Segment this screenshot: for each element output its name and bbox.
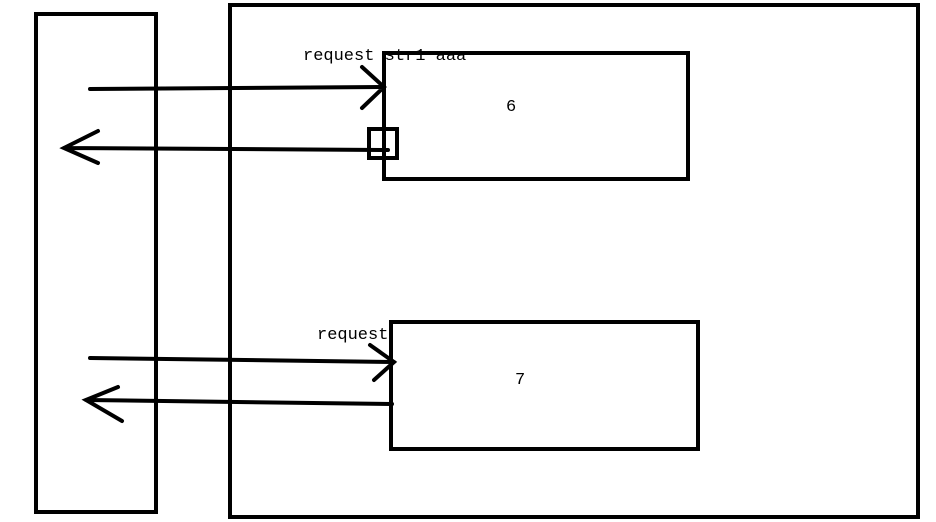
client-box [34,12,158,514]
request-arrow-top [88,65,387,110]
server-box [228,3,920,519]
handler-box-7 [389,320,700,451]
response-arrow-bottom [81,385,394,423]
handler-7-label: 7 [515,371,525,390]
request-arrow-bottom [88,343,398,382]
response-arrow-top [59,129,390,165]
bottom-request-label: request [317,326,388,345]
handler-6-label: 6 [506,98,516,117]
handler-box-6 [382,51,690,181]
small-square [367,127,399,160]
